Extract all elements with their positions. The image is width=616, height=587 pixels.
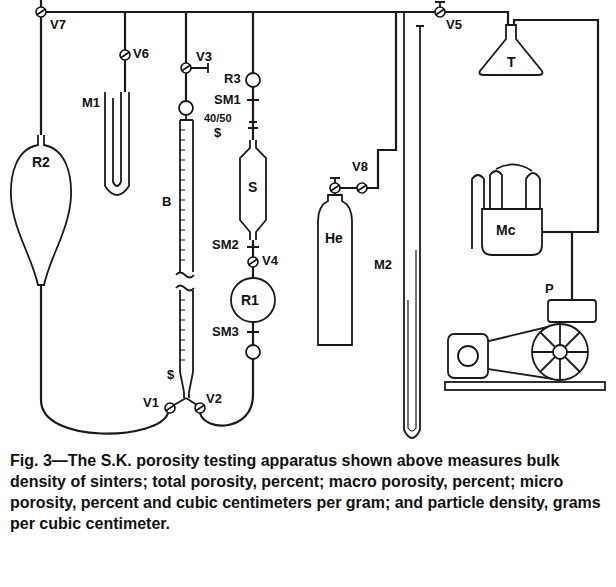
sample-line [246, 345, 260, 359]
part-label: R1 [241, 293, 259, 307]
sample-line [248, 257, 258, 267]
trap-flask: T [476, 25, 546, 75]
vacuum-pump [548, 300, 596, 322]
burette [179, 101, 193, 115]
joint-symbol: $ [214, 126, 221, 140]
mcleod-gauge-outline [496, 164, 532, 171]
glass-tubing [41, 285, 168, 434]
vacuum-pump [532, 324, 588, 380]
part-label: S [248, 180, 257, 194]
gas-cylinder: He [318, 195, 352, 345]
burette [176, 273, 194, 291]
mcleod-gauge-outline [468, 165, 548, 257]
valves [36, 7, 46, 17]
mark-label: SM1 [214, 93, 241, 107]
valves [36, 2, 445, 413]
reservoir-bulb-outline [11, 135, 71, 285]
valves [165, 403, 175, 413]
glass-tubing [542, 231, 572, 233]
pump-label: P [545, 282, 554, 296]
burette [174, 63, 208, 405]
figure-caption: Fig. 3—The S.K. porosity testing apparat… [10, 450, 606, 534]
vacuum-pump [532, 324, 588, 380]
glass-tubing [200, 322, 253, 426]
mcleod-gauge-outline [490, 171, 502, 209]
mark-label: SM2 [212, 238, 239, 252]
glass-tubing [335, 12, 396, 195]
mcleod-gauge: Mc [468, 165, 548, 257]
gas-cylinder-outline [318, 195, 352, 345]
valve-label: V4 [262, 254, 278, 268]
burette [181, 63, 191, 73]
valve-label: V5 [446, 18, 462, 32]
mercury-manometer [408, 250, 416, 431]
mercury-manometer [404, 12, 424, 438]
reservoir-bulb: R2 [8, 135, 74, 285]
burette-label: B [162, 195, 171, 209]
sample-tube: S [236, 140, 270, 240]
valve-label: V8 [352, 160, 368, 174]
mark-label: SM3 [212, 325, 239, 339]
reservoir-bulb: R1 [231, 278, 275, 322]
glass-tubing [40, 0, 42, 135]
burette [180, 130, 185, 360]
vacuum-pump [448, 334, 488, 378]
u-tube-manometer [105, 92, 129, 195]
valves [330, 183, 340, 193]
valve-label: V3 [196, 50, 212, 64]
vacuum-pump [553, 345, 567, 359]
joint-symbol: $ [167, 368, 174, 382]
gas-cylinder-outline [318, 195, 352, 345]
bulb-label: R3 [224, 72, 241, 86]
valves [435, 7, 445, 17]
manometer-label: M2 [374, 258, 392, 272]
glass-tubing [185, 12, 187, 101]
burette [191, 63, 208, 73]
part-label: R2 [32, 155, 50, 169]
valve-label: V7 [50, 18, 66, 32]
valves [330, 178, 340, 183]
sample-line [246, 73, 260, 87]
manometer-label: M1 [82, 96, 100, 110]
reservoir-bulb-outline [231, 278, 275, 322]
valves [195, 403, 205, 413]
mcleod-gauge-outline [482, 209, 542, 255]
part-label: T [507, 55, 516, 69]
u-tube-manometer [113, 92, 121, 186]
u-tube-manometer [105, 92, 129, 195]
part-label: He [325, 231, 343, 245]
vacuum-pump [445, 382, 605, 390]
part-label: Mc [496, 223, 515, 237]
valves [435, 2, 445, 7]
mcleod-gauge-outline [526, 173, 540, 209]
glass-tubing [41, 0, 598, 434]
valves [357, 183, 367, 193]
trap-flask-outline [480, 25, 543, 75]
sample-tube-outline [240, 140, 266, 240]
joint-size: 40/50 [204, 112, 232, 124]
vacuum-pump [445, 300, 605, 390]
mercury-manometer [404, 12, 424, 438]
valves [120, 50, 130, 60]
valve-label: V6 [133, 47, 149, 61]
vacuum-pump [458, 346, 478, 366]
valve-label: V2 [206, 392, 222, 406]
burette [174, 115, 197, 405]
valve-label: V1 [143, 396, 159, 410]
